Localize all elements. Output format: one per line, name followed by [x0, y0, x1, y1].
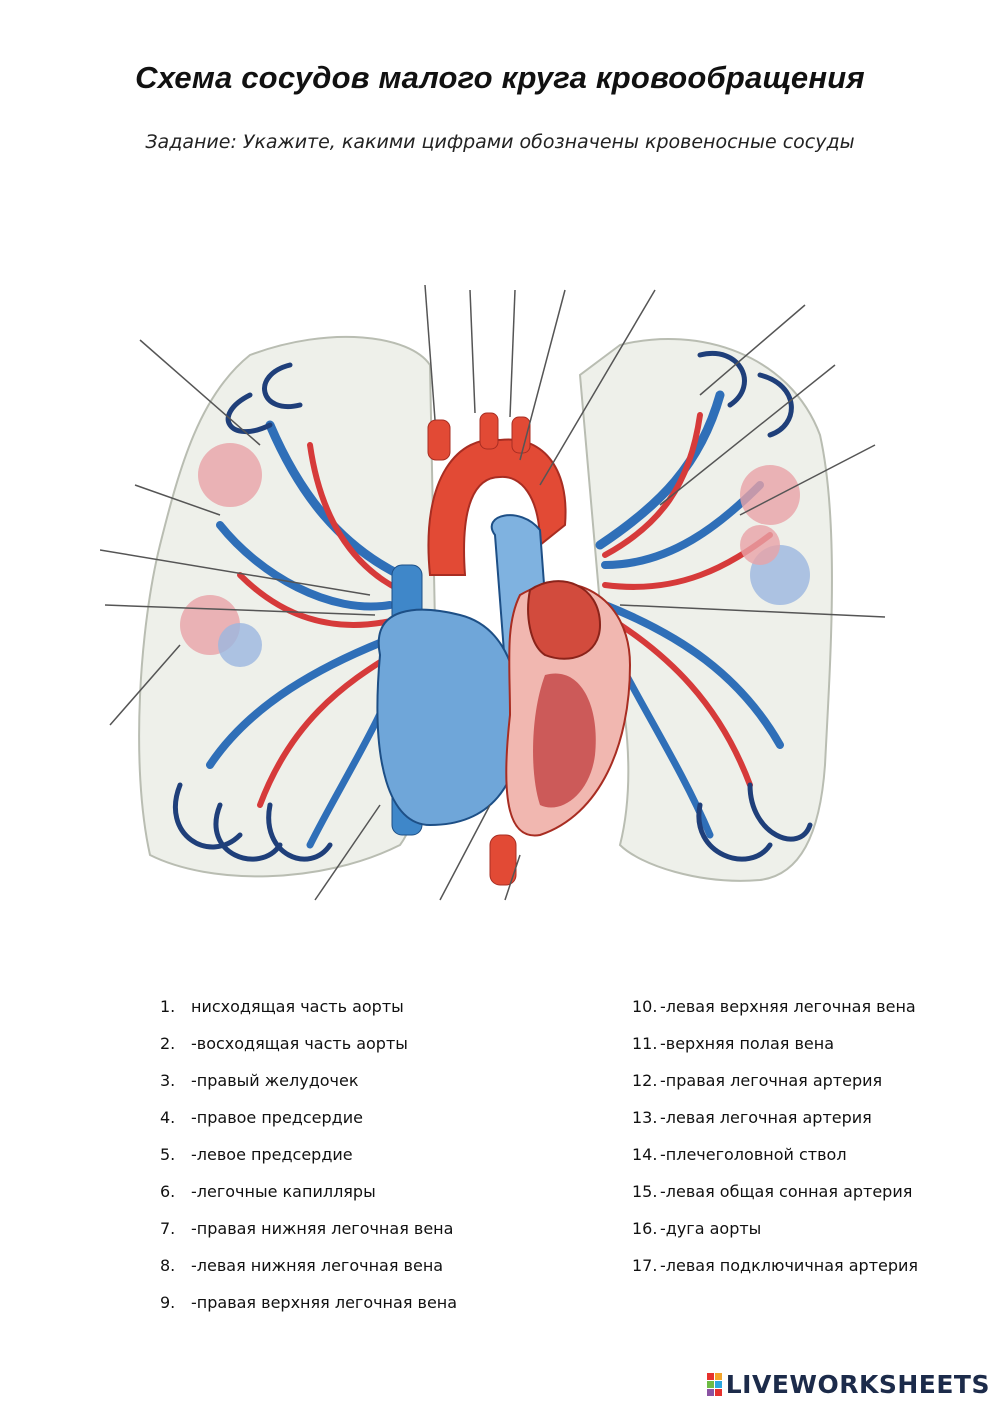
- legend-left-column: 1. нисходящая часть аорты 2. -восходящая ч…: [160, 988, 457, 1321]
- heart: [376, 412, 632, 886]
- page-title: Схема сосудов малого круга кровообращени…: [135, 60, 865, 95]
- legend-item: 13.-левая легочная артерия: [632, 1099, 918, 1136]
- legend-item: 5. -левое предсердие: [160, 1136, 457, 1173]
- legend-text: -правое предсердие: [191, 1108, 363, 1127]
- legend-item: 1. нисходящая часть аорты: [160, 988, 457, 1025]
- legend-text: -правая верхняя легочная вена: [191, 1293, 458, 1312]
- legend-number: 2.: [160, 1034, 176, 1053]
- pointer-lines: [100, 284, 886, 901]
- task-instruction: Задание: Укажите, какими цифрами обознач…: [145, 131, 855, 153]
- legend-text: -дуга аорты: [660, 1219, 762, 1238]
- legend-text: -легочные капилляры: [191, 1182, 376, 1201]
- brachiocephalic-trunk: [427, 419, 451, 461]
- legend-text: -левая нижняя легочная вена: [191, 1256, 444, 1275]
- left-subclavian: [511, 416, 531, 454]
- legend-right-column: 10.-левая верхняя легочная вена 11.-верх…: [632, 988, 918, 1284]
- legend-number: 8.: [160, 1256, 176, 1275]
- legend-number: 4.: [160, 1108, 176, 1127]
- legend-item: 8. -левая нижняя легочная вена: [160, 1247, 457, 1284]
- legend-text: -левая верхняя легочная вена: [660, 997, 916, 1016]
- legend-item: 15.-левая общая сонная артерия: [632, 1173, 918, 1210]
- legend-number: 15.: [632, 1182, 658, 1201]
- left-atrium: [527, 580, 602, 660]
- legend-text: -правая легочная артерия: [660, 1071, 883, 1090]
- left-capillaries: [740, 465, 810, 605]
- legend-text: -левое предсердие: [191, 1145, 353, 1164]
- legend-text: -правая нижняя легочная вена: [191, 1219, 454, 1238]
- legend-text: -восходящая часть аорты: [191, 1034, 408, 1053]
- legend-number: 1.: [160, 997, 176, 1016]
- right-heart: [376, 608, 522, 827]
- pulmonary-circulation-diagram: [100, 284, 886, 901]
- legend-text: -верхняя полая вена: [660, 1034, 834, 1053]
- left-ventricle: [533, 673, 596, 808]
- legend-number: 12.: [632, 1071, 658, 1090]
- legend-item: 10.-левая верхняя легочная вена: [632, 988, 918, 1025]
- right-capillaries: [180, 443, 262, 667]
- legend-number: 13.: [632, 1108, 658, 1127]
- legend-item: 6. -легочные капилляры: [160, 1173, 457, 1210]
- legend-number: 14.: [632, 1145, 658, 1164]
- legend-item: 4. -правое предсердие: [160, 1099, 457, 1136]
- legend-text: -левая общая сонная артерия: [660, 1182, 913, 1201]
- legend-item: 2. -восходящая часть аорты: [160, 1025, 457, 1062]
- legend-item: 9. -правая верхняя легочная вена: [160, 1284, 457, 1321]
- legend-number: 16.: [632, 1219, 658, 1238]
- legend-number: 5.: [160, 1145, 176, 1164]
- legend-item: 14.-плечеголовной ствол: [632, 1136, 918, 1173]
- liveworksheets-logo[interactable]: LIVEWORKSHEETS: [706, 1370, 990, 1399]
- descending-aorta: [489, 834, 517, 886]
- legend-text: -плечеголовной ствол: [660, 1145, 847, 1164]
- legend-number: 9.: [160, 1293, 176, 1312]
- aortic-arch: [427, 438, 567, 576]
- legend-item: 7. -правая нижняя легочная вена: [160, 1210, 457, 1247]
- legend-item: 12.-правая легочная артерия: [632, 1062, 918, 1099]
- logo-icon: [706, 1373, 722, 1396]
- legend-text: -левая легочная артерия: [660, 1108, 872, 1127]
- legend-number: 17.: [632, 1256, 658, 1275]
- legend-item: 17.-левая подключичная артерия: [632, 1247, 918, 1284]
- legend-number: 7.: [160, 1219, 176, 1238]
- legend-number: 11.: [632, 1034, 658, 1053]
- legend-text: нисходящая часть аорты: [191, 997, 404, 1016]
- legend-text: -правый желудочек: [191, 1071, 359, 1090]
- legend-number: 10.: [632, 997, 658, 1016]
- legend-number: 6.: [160, 1182, 176, 1201]
- left-common-carotid: [479, 412, 499, 450]
- brand-name: LIVEWORKSHEETS: [725, 1370, 990, 1399]
- legend-item: 16.-дуга аорты: [632, 1210, 918, 1247]
- legend-item: 11.-верхняя полая вена: [632, 1025, 918, 1062]
- legend-text: -левая подключичная артерия: [660, 1256, 919, 1275]
- legend-number: 3.: [160, 1071, 176, 1090]
- legend-item: 3. -правый желудочек: [160, 1062, 457, 1099]
